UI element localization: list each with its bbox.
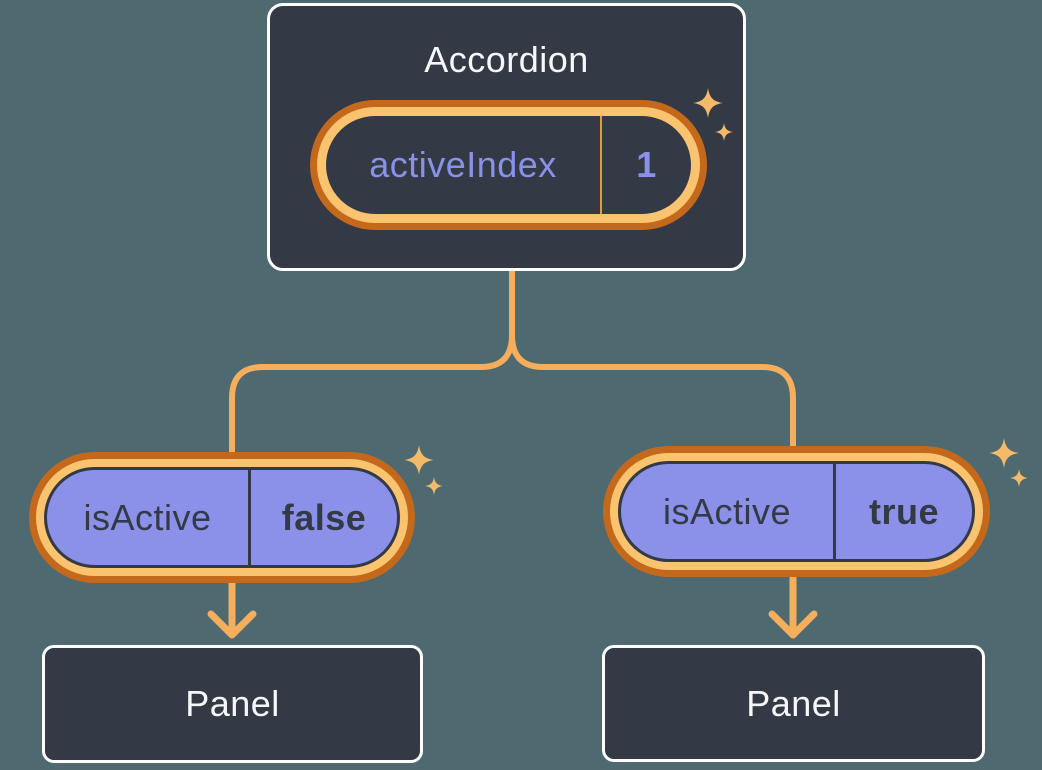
prop-pill-isactive-right: isActive true bbox=[618, 461, 975, 562]
sparkle-icon bbox=[989, 438, 1028, 487]
panel-label: Panel bbox=[746, 682, 841, 724]
connector-line-left bbox=[229, 271, 515, 467]
pill-divider bbox=[833, 464, 836, 559]
state-name: activeIndex bbox=[369, 144, 557, 185]
connector-line-right bbox=[509, 271, 796, 462]
sparkle-icon bbox=[404, 445, 443, 495]
prop-pill-isactive-left: isActive false bbox=[44, 467, 400, 568]
prop-name: isActive bbox=[83, 496, 212, 538]
accordion-title: Accordion bbox=[424, 39, 589, 80]
arrow-down-icon bbox=[207, 574, 257, 639]
panel-node-left: Panel bbox=[42, 645, 423, 763]
prop-name: isActive bbox=[662, 490, 792, 532]
prop-value: false bbox=[281, 496, 367, 538]
sparkle-icon bbox=[693, 88, 733, 141]
pill-divider bbox=[600, 116, 602, 214]
state-value: 1 bbox=[636, 144, 657, 185]
arrow-down-icon bbox=[768, 568, 818, 639]
panel-label: Panel bbox=[185, 683, 280, 724]
panel-node-right: Panel bbox=[602, 645, 985, 762]
prop-value: true bbox=[868, 490, 939, 532]
state-pill-activeindex: activeIndex 1 bbox=[326, 116, 691, 214]
pill-divider bbox=[248, 470, 251, 565]
